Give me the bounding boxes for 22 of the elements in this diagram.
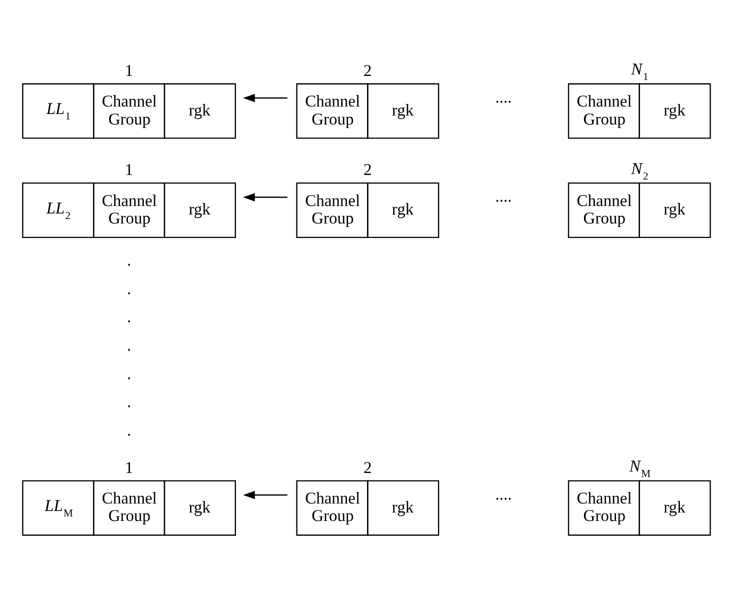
node-label: 2 xyxy=(364,458,372,477)
node-label: N$_{2}$ xyxy=(631,158,648,182)
label: . xyxy=(126,364,132,383)
node-label: 1 xyxy=(124,60,134,80)
label: . xyxy=(126,392,132,412)
label: . xyxy=(126,335,132,354)
node-label: N$_{M}$ xyxy=(629,456,651,480)
arrow xyxy=(243,490,288,500)
label: .... xyxy=(495,186,512,206)
node-label: 1 xyxy=(124,458,134,477)
label: . xyxy=(126,420,132,440)
node-label: 2 xyxy=(364,60,372,80)
node-label: 2 xyxy=(364,160,372,180)
node-label: 1 xyxy=(124,160,134,180)
arrow xyxy=(243,193,288,202)
label: . xyxy=(126,250,132,270)
label: . xyxy=(126,278,132,298)
label: .... xyxy=(495,87,512,106)
node-label: N$_{1}$ xyxy=(631,60,648,84)
label: .... xyxy=(495,484,512,504)
arrow xyxy=(243,94,288,102)
label: . xyxy=(126,307,132,326)
